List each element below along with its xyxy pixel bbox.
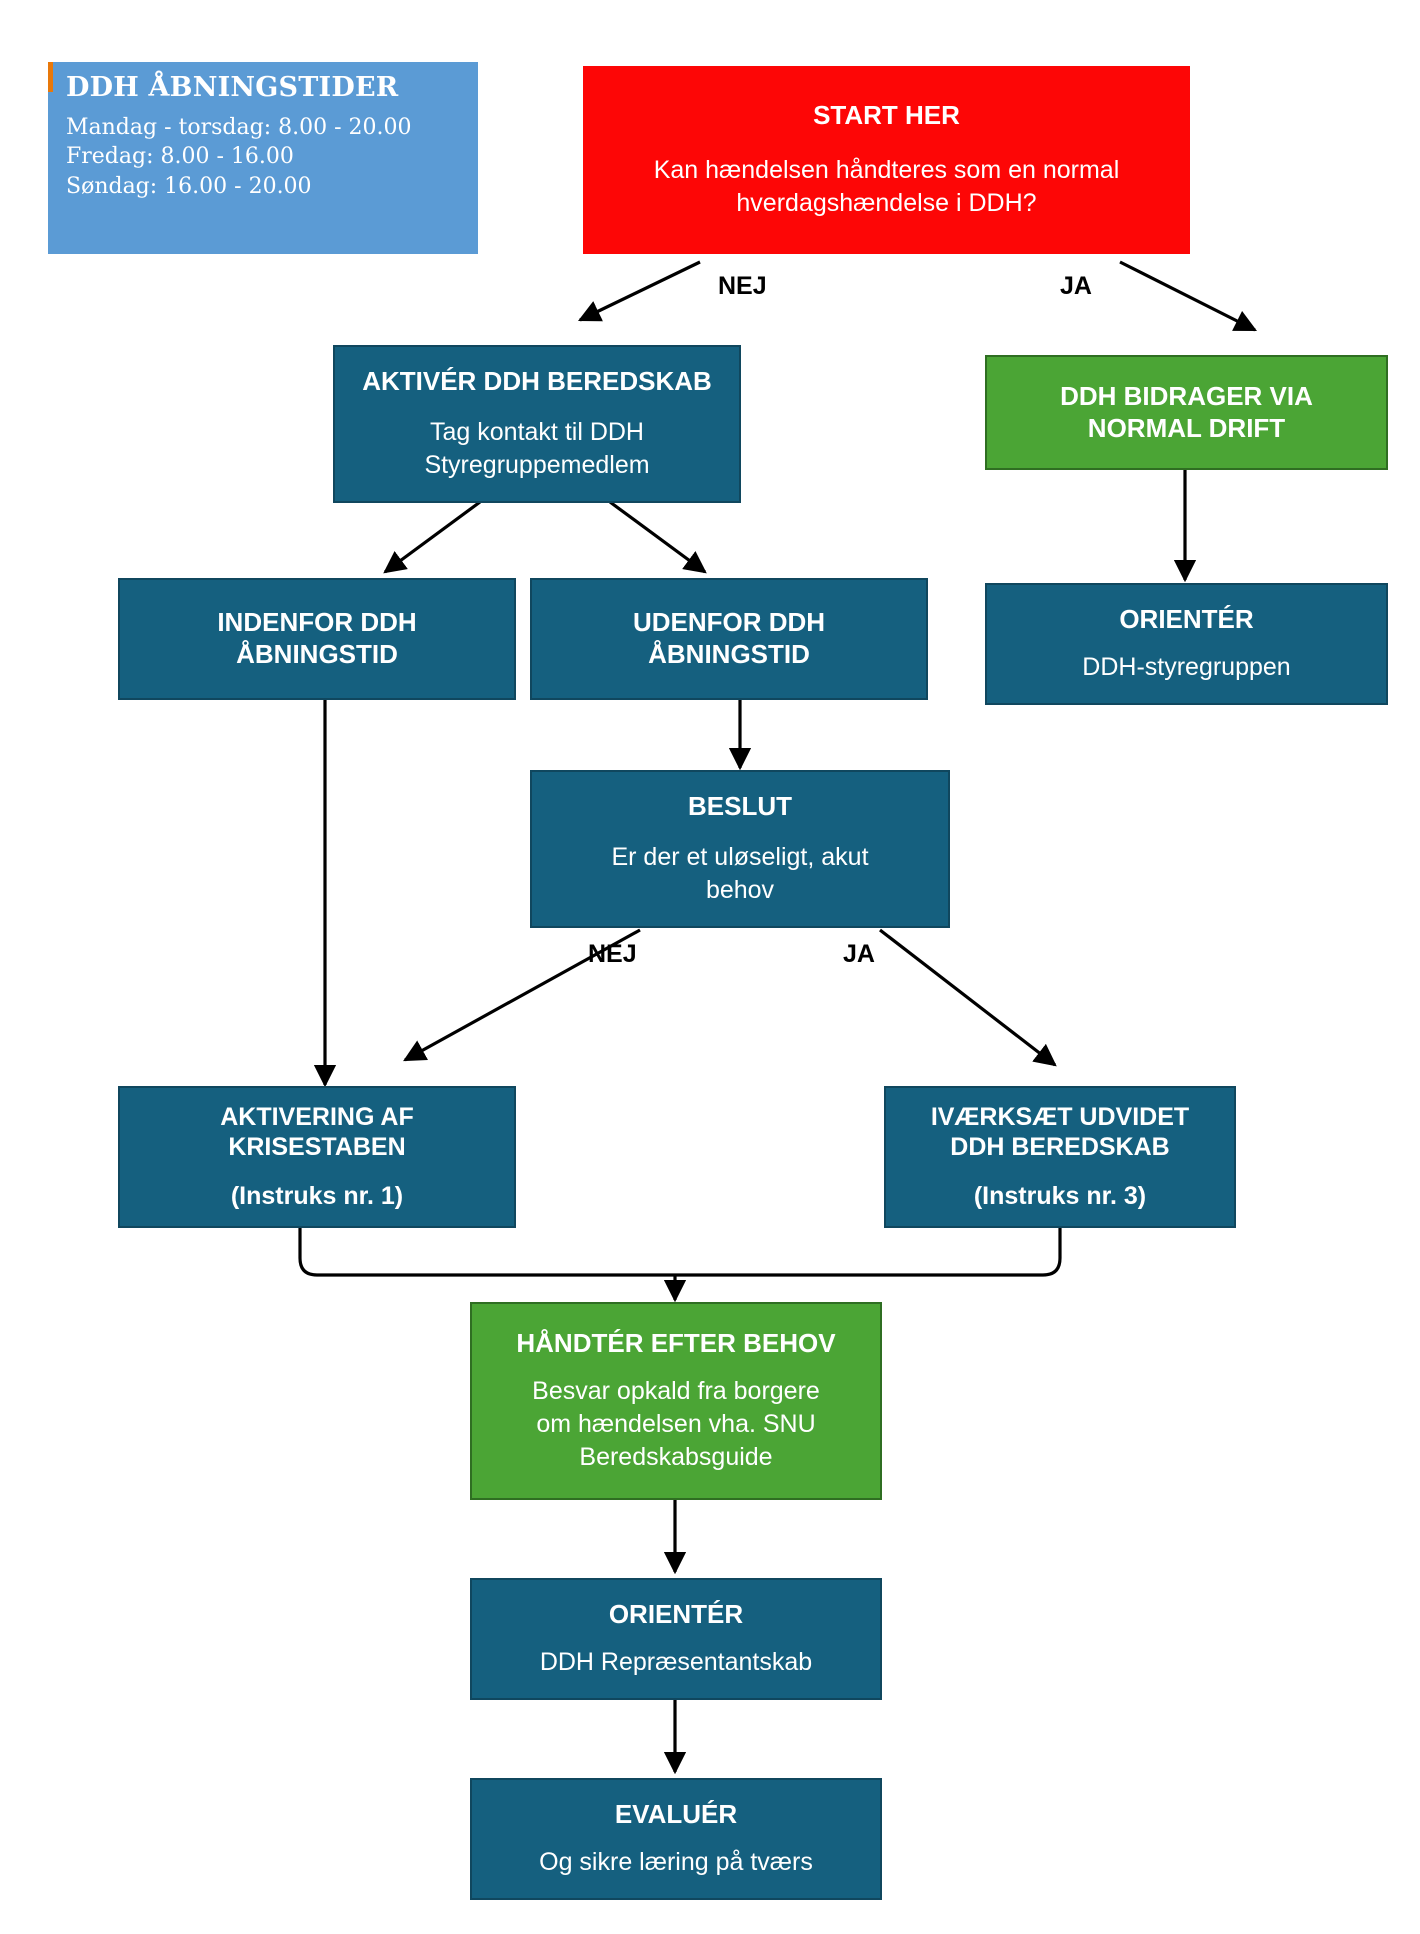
udenfor-title-line-1: UDENFOR DDH <box>632 607 826 638</box>
node-opening-hours: DDH ÅBNINGSTIDER Mandag - torsdag: 8.00 … <box>48 62 478 254</box>
node-aktivering-krisestaben[interactable]: AKTIVERING AF KRISESTABEN (Instruks nr. … <box>118 1086 516 1228</box>
edge-label-beslut-nej: NEJ <box>588 940 637 968</box>
beslut-body-line-1: Er der et uløseligt, akut <box>611 842 869 871</box>
node-orienter-styregruppen[interactable]: ORIENTÉR DDH-styregruppen <box>985 583 1388 705</box>
normal-drift-title-line-2: NORMAL DRIFT <box>1087 412 1286 443</box>
start-her-title: START HER <box>813 100 960 131</box>
handter-body-line-2: om hændelsen vha. SNU <box>536 1410 816 1439</box>
udvidet-instruks: (Instruks nr. 3) <box>973 1181 1147 1210</box>
edge-label-start-ja: JA <box>1060 272 1092 300</box>
edge-udvidet-merge <box>675 1228 1062 1277</box>
udenfor-title-line-2: ÅBNINGSTID <box>648 639 810 669</box>
node-udenfor-abningstid[interactable]: UDENFOR DDH ÅBNINGSTID <box>530 578 928 700</box>
beslut-title: BESLUT <box>688 791 792 822</box>
aktiver-body-line-2: Styregruppemedlem <box>424 450 650 479</box>
krisestab-title-line-1: AKTIVERING AF <box>220 1102 414 1131</box>
edge-krisestab-merge <box>298 1228 675 1277</box>
node-normal-drift[interactable]: DDH BIDRAGER VIA NORMAL DRIFT <box>985 355 1388 470</box>
opening-hours-line-1: Mandag - torsdag: 8.00 - 20.00 <box>66 115 412 140</box>
edge-beslut-to-udvidet <box>879 928 1057 1067</box>
node-start-her[interactable]: START HER Kan hændelsen håndteres som en… <box>583 66 1190 254</box>
udvidet-title-line-1: IVÆRKSÆT UDVIDET <box>930 1102 1190 1131</box>
aktiver-body-line-1: Tag kontakt til DDH <box>430 417 644 446</box>
node-beslut[interactable]: BESLUT Er der et uløseligt, akut behov <box>530 770 950 928</box>
node-ivaerksaet-udvidet-beredskab[interactable]: IVÆRKSÆT UDVIDET DDH BEREDSKAB (Instruks… <box>884 1086 1236 1228</box>
orienter-styregruppen-body: DDH-styregruppen <box>1082 653 1291 682</box>
node-handter-efter-behov[interactable]: HÅNDTÉR EFTER BEHOV Besvar opkald fra bo… <box>470 1302 882 1500</box>
node-evaluer[interactable]: EVALUÉR Og sikre læring på tværs <box>470 1778 882 1900</box>
evaluer-body: Og sikre læring på tværs <box>539 1848 813 1877</box>
edge-aktiver-to-indenfor <box>383 500 481 574</box>
orienter-repraesentantskab-title: ORIENTÉR <box>608 1598 744 1629</box>
orienter-repraesentantskab-body: DDH Repræsentantskab <box>539 1648 813 1677</box>
indenfor-title-line-2: ÅBNINGSTID <box>236 639 398 669</box>
normal-drift-title-line-1: DDH BIDRAGER VIA <box>1060 380 1313 411</box>
node-orienter-repraesentantskab[interactable]: ORIENTÉR DDH Repræsentantskab <box>470 1578 882 1700</box>
indenfor-title-line-1: INDENFOR DDH <box>217 607 417 638</box>
node-indenfor-abningstid[interactable]: INDENFOR DDH ÅBNINGSTID <box>118 578 516 700</box>
edge-aktiver-to-udenfor <box>609 500 707 574</box>
edge-label-start-nej: NEJ <box>718 272 767 300</box>
start-her-body-line-2: hverdagshændelse i DDH? <box>736 188 1037 217</box>
handter-body-line-3: Beredskabsguide <box>579 1443 773 1472</box>
opening-hours-line-3: Søndag: 16.00 - 20.00 <box>66 173 312 199</box>
beslut-body-line-2: behov <box>705 875 775 904</box>
start-her-body-line-1: Kan hændelsen håndteres som en normal <box>653 155 1120 184</box>
accent-bar <box>48 62 53 92</box>
krisestab-instruks: (Instruks nr. 1) <box>230 1181 404 1210</box>
evaluer-title: EVALUÉR <box>614 1798 738 1829</box>
udvidet-title-line-2: DDH BEREDSKAB <box>950 1133 1170 1162</box>
handter-body-line-1: Besvar opkald fra borgere <box>532 1377 820 1406</box>
edge-label-beslut-ja: JA <box>843 940 875 968</box>
aktiver-title: AKTIVÉR DDH BEREDSKAB <box>362 366 712 397</box>
handter-title: HÅNDTÉR EFTER BEHOV <box>516 1327 836 1358</box>
node-aktiver-ddh-beredskab[interactable]: AKTIVÉR DDH BEREDSKAB Tag kontakt til DD… <box>333 345 741 503</box>
krisestab-title-line-2: KRISESTABEN <box>228 1133 406 1162</box>
edge-start-to-normaldrift <box>1119 260 1258 332</box>
opening-hours-title: DDH ÅBNINGSTIDER <box>66 72 399 103</box>
edge-start-to-aktiver <box>577 260 701 322</box>
opening-hours-line-2: Fredag: 8.00 - 16.00 <box>66 144 294 170</box>
orienter-styregruppen-title: ORIENTÉR <box>1119 603 1254 634</box>
